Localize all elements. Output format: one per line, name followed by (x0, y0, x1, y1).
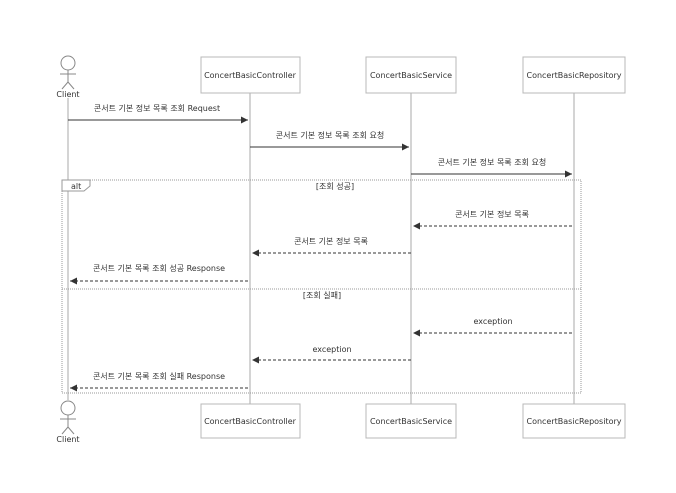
participant-service-bottom-label: ConcertBasicService (370, 417, 452, 426)
message-5-label: 콘서트 기본 정보 목록 (294, 236, 368, 246)
participant-repository-top (522, 56, 626, 94)
alt-guard-success: [조회 성공] (316, 182, 354, 191)
message-3-label: 콘서트 기본 정보 목록 조회 요청 (438, 157, 546, 167)
participant-repository-bottom-label: ConcertBasicRepository (526, 417, 621, 426)
actor-client-bottom-icon (60, 400, 76, 435)
participant-service-top-label: ConcertBasicService (370, 71, 452, 80)
actor-client-top-icon (60, 55, 76, 90)
actor-client-bottom-label: Client (56, 435, 79, 444)
participant-controller-bottom (200, 403, 301, 439)
participant-service-top (365, 56, 457, 94)
actor-client-top-label: Client (56, 90, 79, 99)
alt-guard-failure: [조회 실패] (303, 290, 341, 300)
message-9-label: 콘서트 기본 목록 조회 실패 Response (93, 371, 225, 381)
message-2-label: 콘서트 기본 정보 목록 조회 요청 (276, 130, 384, 140)
message-4-label: 콘서트 기본 정보 목록 (455, 209, 529, 219)
participant-repository-top-label: ConcertBasicRepository (526, 71, 621, 80)
participant-controller-top-label: ConcertBasicController (204, 71, 297, 80)
message-7-label: exception (473, 317, 512, 326)
participant-controller-bottom-label: ConcertBasicController (204, 417, 297, 426)
alt-fragment-tab (61, 179, 91, 192)
participant-repository-bottom (522, 403, 626, 439)
message-1-label: 콘서트 기본 정보 목록 조회 Request (94, 103, 220, 113)
participant-service-bottom (365, 403, 457, 439)
message-6-label: 콘서트 기본 목록 조회 성공 Response (93, 264, 225, 273)
participant-controller-top (200, 56, 301, 94)
alt-operator: alt (71, 182, 81, 191)
message-8-label: exception (312, 345, 351, 354)
